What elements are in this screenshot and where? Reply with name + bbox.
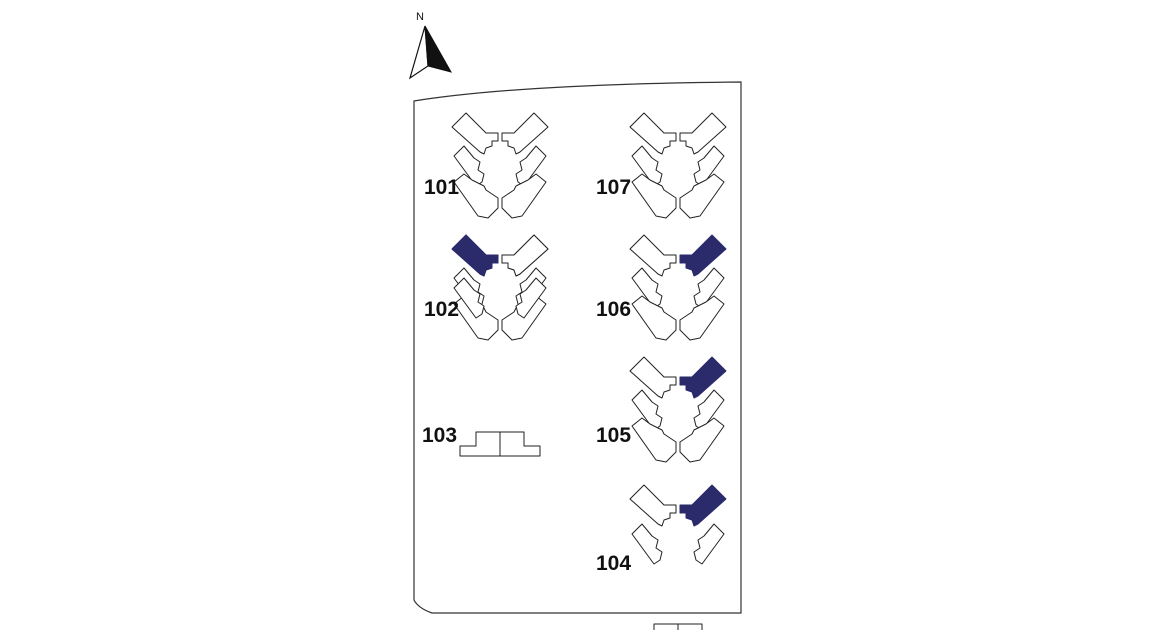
wing-top-left[interactable] xyxy=(629,234,677,277)
wing-bottom-right[interactable] xyxy=(679,295,725,341)
wing-mid-left[interactable] xyxy=(453,277,485,319)
block-label-102: 102 xyxy=(424,298,459,321)
podium-left[interactable] xyxy=(459,431,501,457)
wing-top-right[interactable] xyxy=(679,112,727,155)
block-label-103: 103 xyxy=(422,424,457,447)
wing-bottom-left[interactable] xyxy=(453,173,499,219)
north-label: N xyxy=(416,11,424,23)
wing-bottom-left[interactable] xyxy=(631,295,677,341)
podium-right[interactable] xyxy=(499,431,541,457)
wing-top-right[interactable] xyxy=(679,234,727,277)
wing-bottom-right[interactable] xyxy=(679,417,725,463)
wing-mid-right[interactable] xyxy=(693,523,725,565)
wing-bottom-right[interactable] xyxy=(679,173,725,219)
block-label-106: 106 xyxy=(596,298,631,321)
wing-top-left[interactable] xyxy=(629,356,677,399)
wing-top-right[interactable] xyxy=(501,112,549,155)
wing-top-left[interactable] xyxy=(451,234,499,277)
wing-top-left[interactable] xyxy=(629,484,677,527)
block-label-107: 107 xyxy=(596,176,631,199)
building-blocks: 101 102 103 104 105 106 107 xyxy=(422,112,727,630)
wing-bottom-right[interactable] xyxy=(501,173,547,219)
block-label-105: 105 xyxy=(596,424,631,447)
wing-bottom-left[interactable] xyxy=(631,417,677,463)
wing-top-right[interactable] xyxy=(679,356,727,399)
block-label-104: 104 xyxy=(596,552,631,575)
podium-left[interactable] xyxy=(638,623,679,630)
north-arrow-icon xyxy=(408,25,453,80)
wing-bottom-left[interactable] xyxy=(631,173,677,219)
wing-mid-left[interactable] xyxy=(631,523,663,565)
wing-top-right[interactable] xyxy=(501,234,549,277)
site-boundary xyxy=(413,81,742,614)
wing-top-left[interactable] xyxy=(451,112,499,155)
block-label-101: 101 xyxy=(424,176,459,199)
podium-right[interactable] xyxy=(677,623,718,630)
wing-mid-right[interactable] xyxy=(515,277,547,319)
wing-top-right[interactable] xyxy=(679,484,727,527)
wing-top-left[interactable] xyxy=(629,112,677,155)
